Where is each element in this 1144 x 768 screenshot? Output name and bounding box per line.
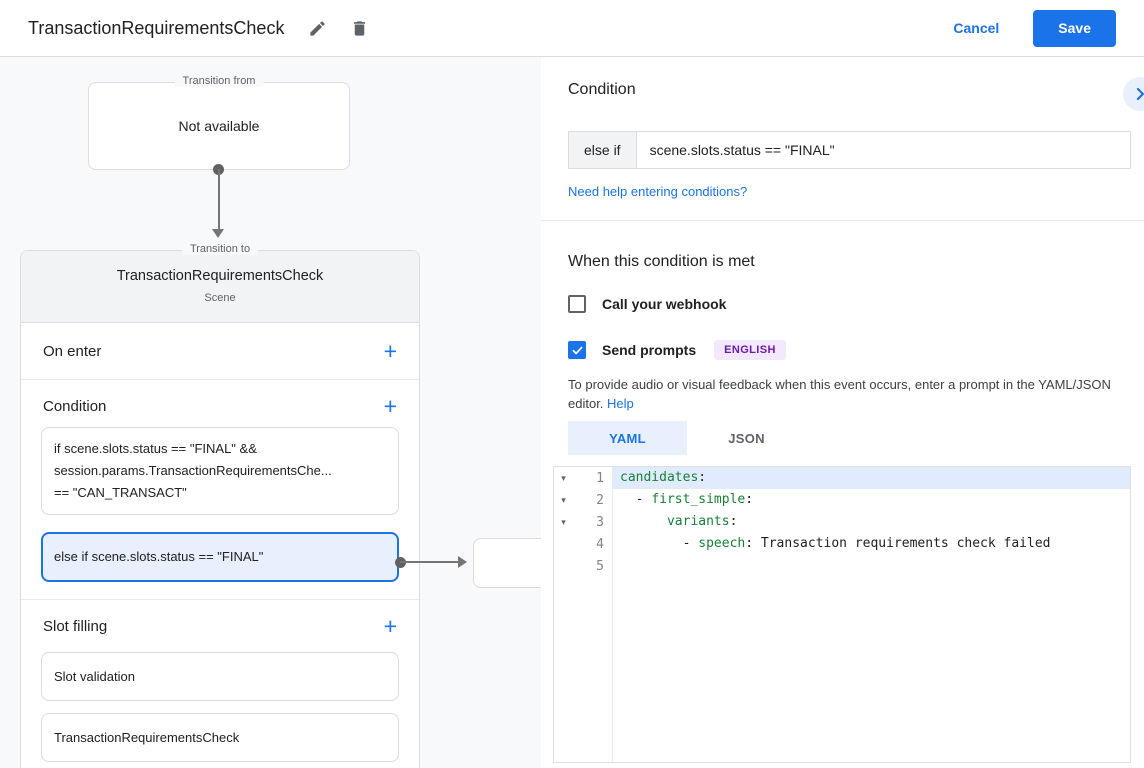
scene-card-subtitle: Scene	[204, 292, 236, 304]
condition-connector-line	[400, 561, 460, 563]
panel-divider	[541, 220, 1144, 221]
yaml-code-editor[interactable]: ▾ 1 ▾ 2 ▾ 3 4 5 candidates: - first_simple: var…	[553, 466, 1131, 763]
transition-from-content: Not available	[178, 118, 260, 134]
slot-filling-section: Slot filling + Slot validation Transacti…	[21, 600, 419, 762]
transition-from-legend: Transition from	[174, 75, 264, 87]
call-webhook-label: Call your webhook	[602, 296, 727, 312]
code-line[interactable]: variants:	[666, 514, 738, 529]
language-badge: ENGLISH	[714, 340, 786, 360]
transition-to-legend: Transition to	[181, 243, 259, 255]
code-line[interactable]	[613, 555, 1130, 577]
add-on-enter-button[interactable]: +	[383, 338, 397, 364]
condition-detail-panel: Condition else if Need help entering con…	[541, 57, 1144, 768]
transition-from-box: Transition from Not available	[88, 75, 350, 170]
when-met-heading: When this condition is met	[568, 253, 755, 270]
call-webhook-checkbox[interactable]	[568, 295, 586, 313]
tab-json[interactable]: JSON	[728, 430, 765, 446]
line-number: 5	[596, 558, 604, 574]
save-button[interactable]: Save	[1033, 9, 1116, 47]
condition-section: Condition + if scene.slots.status == "FI…	[21, 380, 419, 600]
code-line[interactable]: - speech: Transaction requirements check…	[620, 536, 1051, 551]
scene-card: Transition to TransactionRequirementsChe…	[20, 243, 420, 768]
scene-card-header: TransactionRequirementsCheck Scene	[21, 251, 419, 323]
slot-filling-label: Slot filling	[43, 617, 108, 635]
add-condition-button[interactable]: +	[383, 393, 397, 419]
slot-validation-box[interactable]: Slot validation	[41, 652, 399, 701]
add-slot-button[interactable]: +	[383, 613, 397, 639]
condition-connector-arrowhead	[458, 556, 467, 568]
checkmark-icon	[572, 346, 582, 354]
condition-help-link[interactable]: Need help entering conditions?	[568, 184, 748, 199]
chevron-right-icon	[1136, 87, 1144, 101]
on-enter-label: On enter	[43, 342, 102, 360]
scene-diagram-canvas: Transition from Not available Transition…	[0, 57, 541, 768]
delete-trash-icon[interactable]	[348, 17, 370, 39]
editor-format-tabs: YAML JSON	[568, 421, 1131, 455]
panel-heading: Condition	[568, 81, 636, 98]
connector-arrowhead-down	[212, 229, 224, 238]
fold-arrow-icon[interactable]: ▾	[561, 494, 566, 505]
else-if-condition-box-selected[interactable]: else if scene.slots.status == "FINAL"	[41, 532, 399, 582]
line-number: 3	[596, 514, 604, 530]
cancel-button[interactable]: Cancel	[953, 20, 1000, 36]
fold-arrow-icon[interactable]: ▾	[561, 516, 566, 527]
slot-transaction-requirements-box[interactable]: TransactionRequirementsCheck	[41, 713, 399, 762]
code-line[interactable]: candidates:	[613, 467, 1130, 489]
line-number: 4	[596, 536, 604, 552]
code-line[interactable]: - first_simple:	[620, 492, 754, 507]
scene-card-title: TransactionRequirementsCheck	[116, 268, 324, 284]
send-prompts-label: Send prompts	[602, 342, 697, 358]
condition-prefix: else if	[569, 132, 637, 168]
top-bar: TransactionRequirementsCheck Cancel Save	[0, 0, 1144, 57]
condition-expression-input[interactable]	[636, 132, 1130, 168]
transition-target-box	[473, 538, 541, 588]
line-number: 2	[596, 492, 604, 508]
tab-yaml[interactable]: YAML	[568, 421, 687, 455]
condition-input-row: else if	[568, 131, 1131, 169]
on-enter-row: On enter +	[21, 323, 419, 380]
condition-section-label: Condition	[43, 397, 107, 415]
connector-vertical-line	[218, 169, 220, 231]
editor-gutter: ▾ 1 ▾ 2 ▾ 3 4 5	[554, 467, 613, 762]
editor-code[interactable]: candidates: - first_simple: variants: - …	[613, 467, 1130, 762]
prompts-help-link[interactable]: Help	[607, 396, 634, 411]
page-title: TransactionRequirementsCheck	[28, 17, 285, 38]
edit-pencil-icon[interactable]	[306, 17, 328, 39]
send-prompts-checkbox[interactable]	[568, 341, 586, 359]
collapse-panel-button[interactable]	[1123, 77, 1144, 111]
prompts-helper-text: To provide audio or visual feedback when…	[568, 377, 1111, 411]
line-number: 1	[596, 470, 604, 486]
if-condition-box[interactable]: if scene.slots.status == "FINAL" && sess…	[41, 427, 399, 515]
fold-arrow-icon[interactable]: ▾	[561, 472, 566, 483]
